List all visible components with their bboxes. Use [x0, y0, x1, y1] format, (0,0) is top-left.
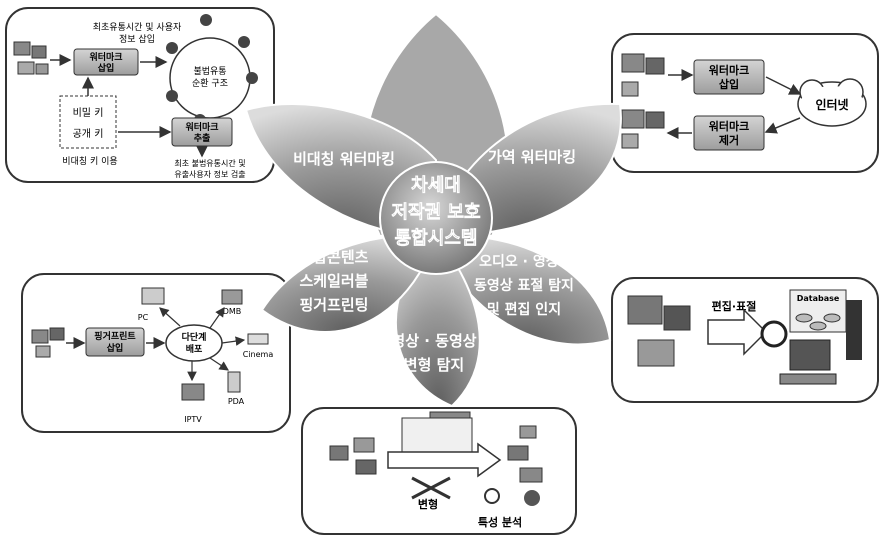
database-label: Database: [797, 294, 840, 303]
user-icon: [166, 90, 178, 102]
petal-label-finger-1: 복합콘텐츠: [299, 248, 368, 266]
watermark-embed-box: [73, 48, 139, 76]
watermark-embed-label-2: 삽입: [98, 62, 115, 74]
petal-plagiarism-detection: [434, 234, 612, 346]
dmb-icon: [221, 289, 243, 305]
cycle-label-1: 불법유통: [193, 66, 226, 77]
watermark-embed-box: [693, 59, 765, 95]
media-icon: [31, 327, 65, 358]
user-icon: [246, 72, 258, 84]
db-cylinder-icon: [809, 321, 827, 331]
transform-arrow-icon: [387, 442, 502, 478]
petal-label-audio-3: 및 편집 인지: [487, 301, 561, 318]
petal-label-video-2: 변형 탐지: [404, 356, 464, 374]
panel-reversible-watermarking: 워터마크 삽입 인터넷 워터마크 제거: [611, 33, 879, 173]
iptv-icon: [181, 383, 205, 401]
panel-fingerprinting: 핑거프린트 삽입 다단계 배포 PC DMB Cinema PDA IPTV: [21, 273, 291, 433]
media-icon: [13, 41, 49, 75]
user-icon: [238, 36, 250, 48]
scissors-icon: [411, 476, 451, 500]
distribution-cloud: 다단계 배포: [165, 324, 223, 362]
magnifier-icon: [484, 488, 500, 504]
dist-label-1: 다단계: [182, 331, 207, 343]
feature-analysis-label: 특성 분석: [478, 515, 522, 529]
petal-label-video-1: 영상 · 동영상: [391, 332, 476, 350]
flower-diagram: 차세대 저작권 보호 통합시스템 비대칭 워터마킹 가역 워터마킹 오디오 · …: [244, 12, 622, 408]
server-icon: [846, 300, 862, 360]
internet-cloud: 인터넷: [797, 78, 867, 127]
note-detect-line1: 최초 불법유통시간 및: [174, 158, 245, 168]
key-group-box: [59, 95, 117, 149]
analyst-icon: [524, 490, 540, 506]
magnifier-icon: [760, 320, 788, 348]
db-cylinder-icon: [795, 313, 813, 323]
user-icon: [166, 42, 178, 54]
petal-label-asymmetric: 비대칭 워터마킹: [293, 150, 395, 168]
tr-remove-label-1: 워터마크: [709, 119, 749, 133]
media-icon: [627, 295, 691, 367]
cinema-icon: [247, 333, 269, 345]
keyboard-icon: [779, 373, 837, 385]
watermark-extract-label-2: 추출: [194, 132, 211, 144]
watermark-extract-label-1: 워터마크: [185, 121, 218, 133]
media-icon: [329, 425, 543, 483]
center-title-line2: 저작권 보호: [391, 202, 480, 223]
media-icon: [621, 53, 665, 149]
center-title-line1: 차세대: [411, 175, 461, 196]
petal-label-audio-2: 동영상 표절 탐지: [474, 277, 574, 294]
iptv-label: IPTV: [184, 415, 202, 424]
transform-label: 변형: [418, 497, 438, 511]
fingerprint-embed-box: [85, 327, 145, 357]
pc-label: PC: [138, 313, 149, 322]
user-icon: [200, 14, 212, 26]
watermark-remove-box: [693, 115, 765, 151]
pda-label: PDA: [228, 397, 245, 406]
computer-monitor-icon: [789, 339, 831, 371]
dmb-label: DMB: [223, 307, 242, 316]
secret-key-label: 비밀 키: [73, 107, 104, 119]
center-circle: [379, 161, 493, 275]
note-insert-info-line2: 정보 삽입: [119, 33, 155, 45]
public-key-label: 공개 키: [73, 128, 104, 140]
petal-fingerprinting: [260, 234, 438, 333]
petal-label-reversible: 가역 워터마킹: [488, 148, 576, 166]
note-insert-info-line1: 최초유통시간 및 사용자: [93, 21, 182, 33]
petal-label-finger-2: 스케일러블: [299, 272, 368, 290]
pc-icon: [141, 287, 165, 305]
watermark-embed-label-1: 워터마크: [89, 51, 122, 63]
internet-label: 인터넷: [815, 97, 848, 112]
petal-label-audio-1: 오디오 · 영상 ·: [479, 253, 569, 270]
fp-label-2: 삽입: [107, 342, 124, 354]
dist-label-2: 배포: [186, 343, 203, 355]
panel-plagiarism-detection: 편집·표절 Database: [611, 277, 879, 403]
panel-video-transform-detection: 변형 특성 분석: [301, 407, 577, 535]
asymmetric-key-note: 비대칭 키 이용: [62, 156, 117, 167]
arrow-icon: [707, 308, 768, 356]
cinema-label: Cinema: [243, 350, 274, 359]
tr-embed-label-2: 삽입: [719, 77, 739, 91]
center-title-line3: 통합시스템: [395, 227, 478, 249]
panel-asymmetric-watermarking: 최초유통시간 및 사용자 정보 삽입 워터마크 삽입 불법유통 순환 구조 비밀…: [5, 7, 275, 183]
edit-plagiarism-label: 편집·표절: [712, 299, 757, 313]
petal-label-finger-3: 핑거프린팅: [299, 296, 368, 314]
tr-embed-label-1: 워터마크: [709, 63, 749, 77]
pda-icon: [227, 371, 241, 393]
note-detect-line2: 유출사용자 정보 검출: [174, 169, 245, 179]
fp-label-1: 핑거프린트: [94, 330, 136, 342]
tr-remove-label-2: 제거: [719, 133, 739, 147]
db-cylinder-icon: [823, 313, 841, 323]
cycle-label-2: 순환 구조: [192, 77, 228, 89]
